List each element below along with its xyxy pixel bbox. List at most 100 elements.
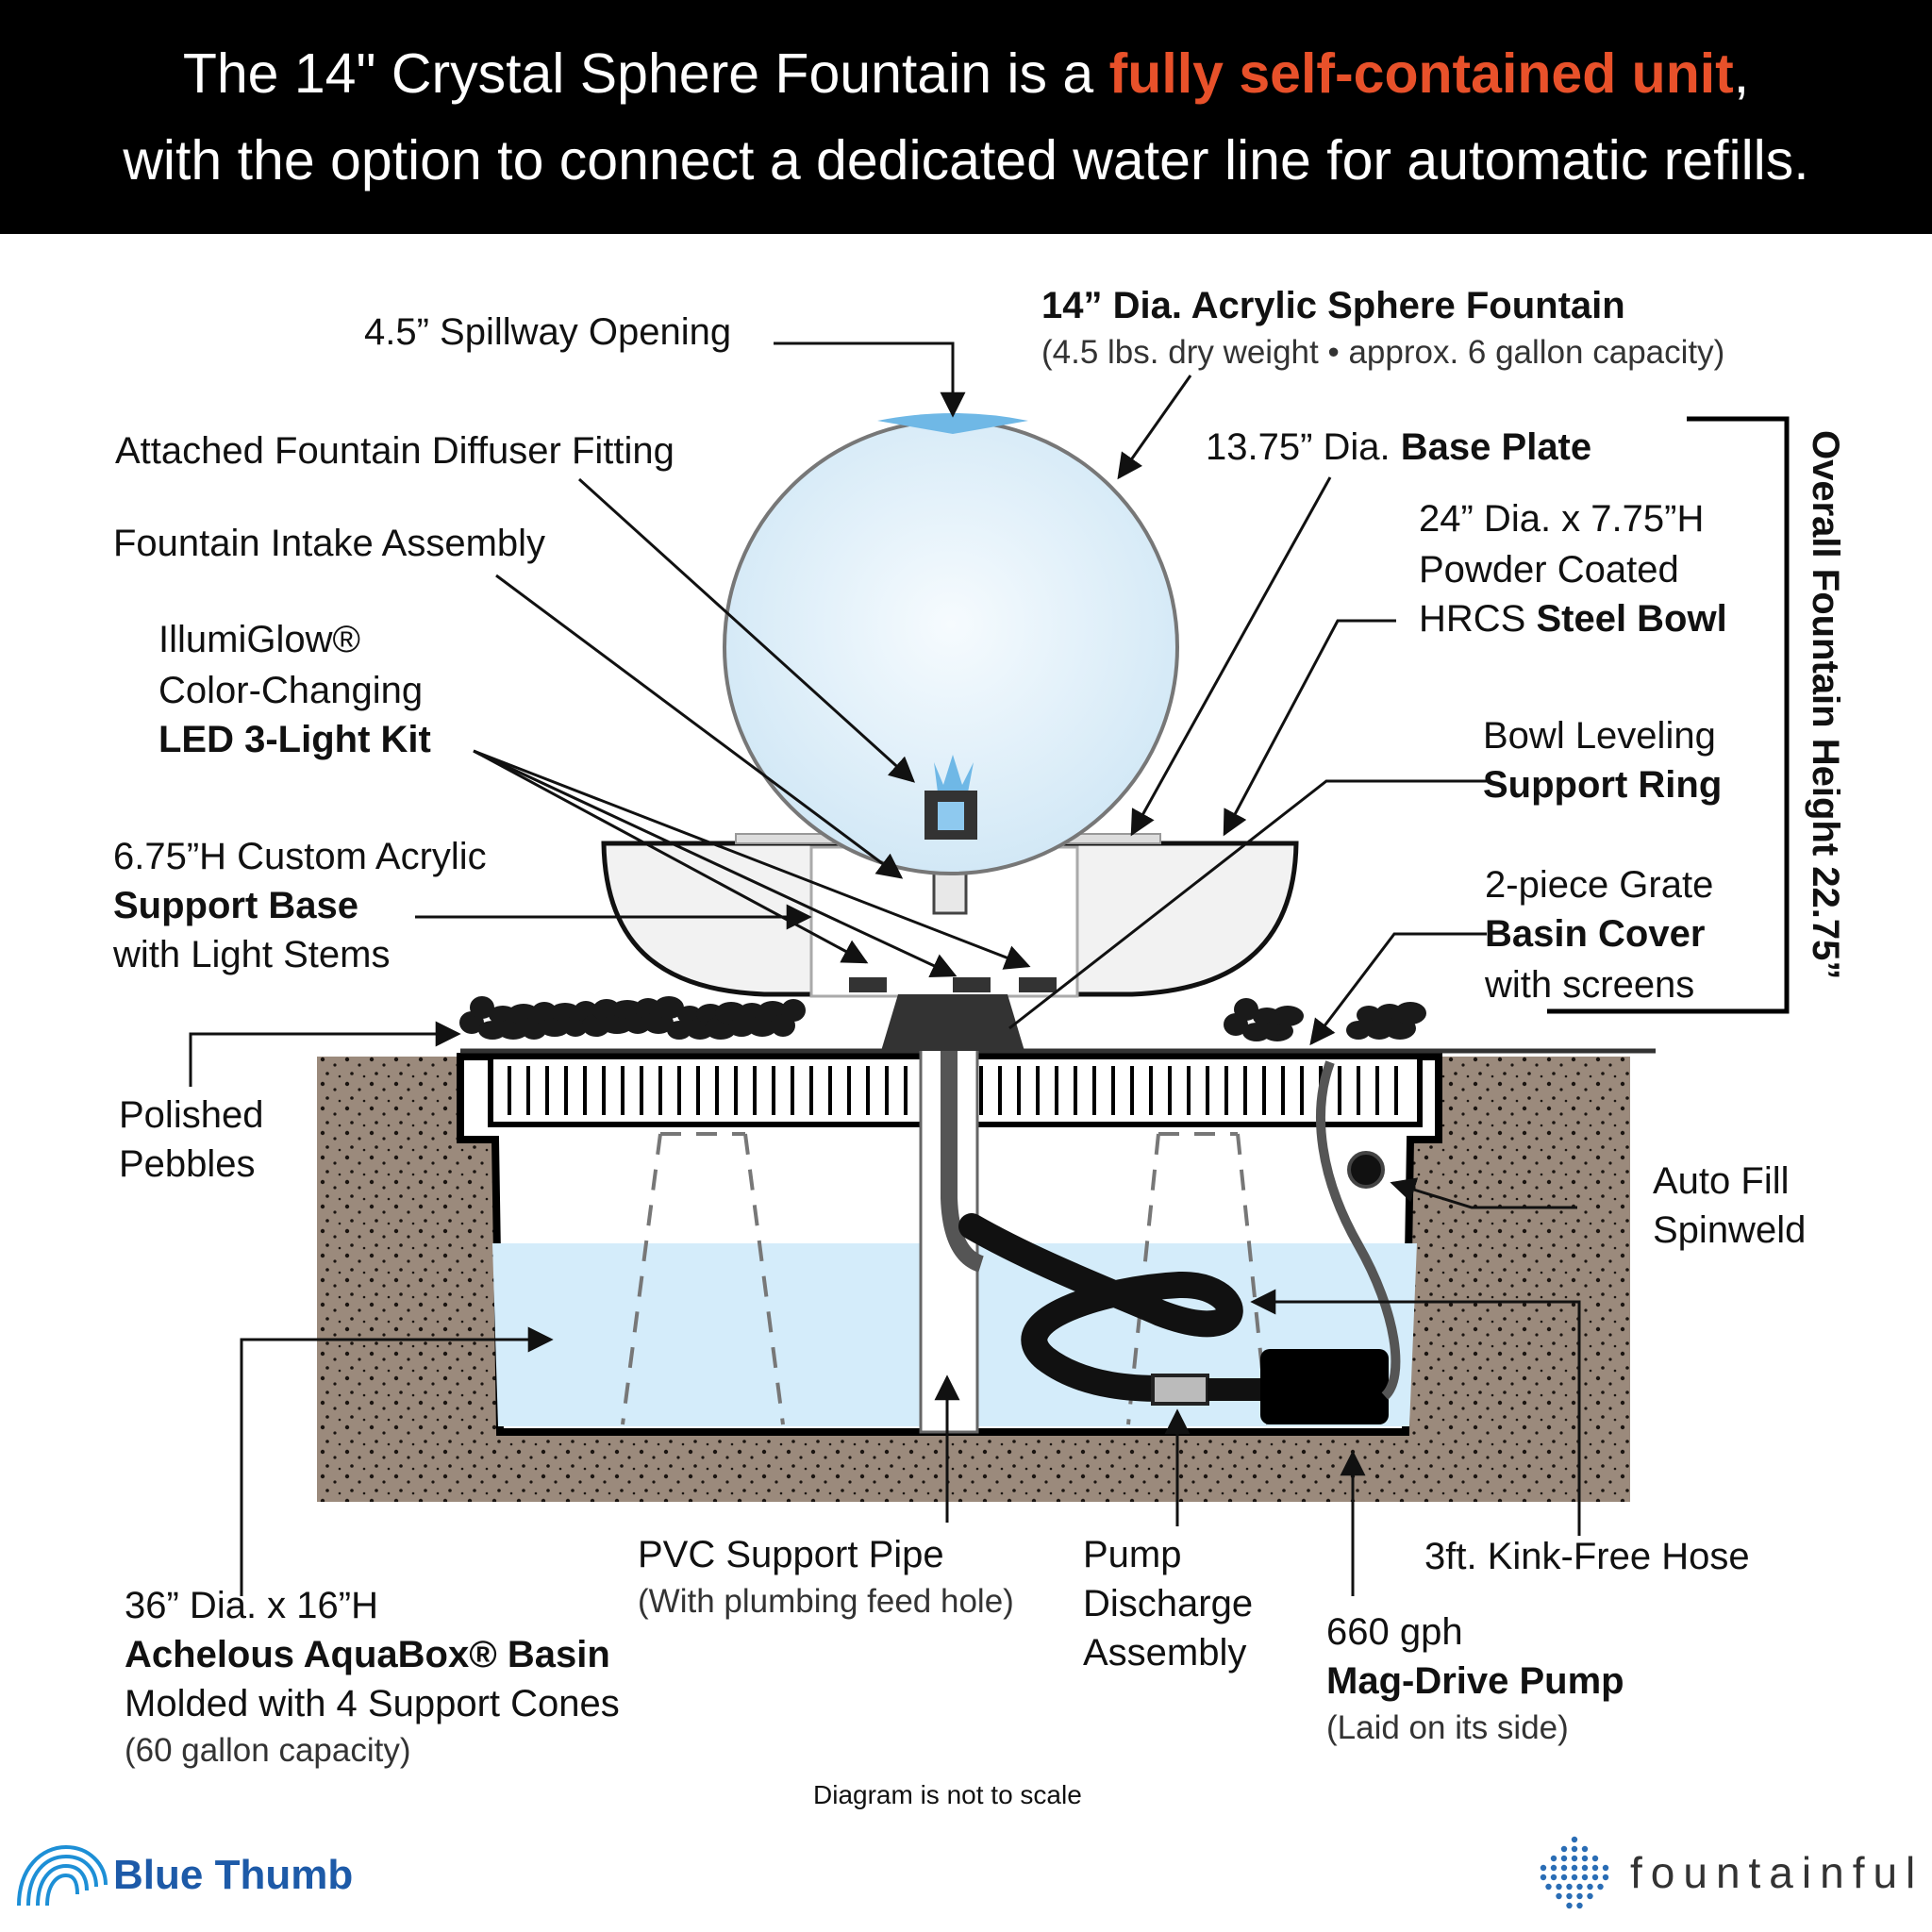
pebble bbox=[1394, 1002, 1426, 1024]
scale-note: Diagram is not to scale bbox=[813, 1780, 1082, 1809]
base-plate-bold: Base Plate bbox=[1400, 426, 1592, 468]
thumbprint-icon bbox=[17, 1844, 108, 1907]
base-plate-prefix: 13.75” Dia. bbox=[1206, 426, 1401, 468]
led-label-1: IllumiGlow® bbox=[158, 619, 360, 660]
logo-dot bbox=[1576, 1883, 1583, 1890]
leader-lines bbox=[189, 341, 1581, 1596]
logo-dot bbox=[1550, 1864, 1557, 1872]
discharge-label-2: Discharge bbox=[1083, 1583, 1254, 1624]
pebble bbox=[540, 1018, 570, 1037]
bowl-bold: Steel Bowl bbox=[1536, 598, 1727, 640]
discharge-label-1: Pump bbox=[1083, 1534, 1182, 1575]
pebble bbox=[728, 1018, 755, 1037]
pebbles-label-2: Pebbles bbox=[119, 1143, 256, 1185]
logo-dot bbox=[1571, 1874, 1578, 1881]
hose-label: 3ft. Kink-Free Hose bbox=[1424, 1536, 1750, 1577]
blue-thumb-text: Blue Thumb bbox=[113, 1852, 354, 1898]
logo-dot bbox=[1560, 1864, 1568, 1872]
logo-dot bbox=[1540, 1874, 1547, 1881]
pebble bbox=[781, 999, 806, 1022]
intake-label: Fountain Intake Assembly bbox=[113, 523, 546, 564]
logo-dot bbox=[1571, 1864, 1578, 1872]
logo-dot bbox=[1540, 1864, 1547, 1872]
banner-text: The 14" Crystal Sphere Fountain is a bbox=[182, 42, 1109, 105]
height-label: Overall Fountain Height 22.75” bbox=[1805, 430, 1846, 980]
discharge-label-3: Assembly bbox=[1083, 1632, 1247, 1674]
logo-dot bbox=[1602, 1864, 1609, 1872]
grate-label-3: with screens bbox=[1485, 964, 1695, 1006]
logo-dot bbox=[1566, 1892, 1573, 1900]
logo-dot bbox=[1571, 1836, 1578, 1843]
logo-dot bbox=[1560, 1855, 1568, 1862]
support-label-2: Support Base bbox=[113, 885, 359, 926]
pump-label-3: (Laid on its side) bbox=[1326, 1709, 1569, 1746]
logo-dot bbox=[1576, 1902, 1583, 1909]
pipe-label-2: (With plumbing feed hole) bbox=[638, 1583, 1014, 1620]
droplet-dots-icon bbox=[1540, 1836, 1609, 1909]
fountainful-text: fountainful bbox=[1630, 1848, 1924, 1897]
logo-dot bbox=[1591, 1864, 1599, 1872]
pipe-label-1: PVC Support Pipe bbox=[638, 1534, 944, 1575]
led-label-3: LED 3-Light Kit bbox=[158, 719, 431, 760]
sphere-title-label: 14” Dia. Acrylic Sphere Fountain bbox=[1041, 285, 1625, 326]
logo-dot bbox=[1560, 1874, 1568, 1881]
banner-highlight: fully self-contained unit bbox=[1108, 42, 1734, 105]
bowl-label-3: HRCS Steel Bowl bbox=[1419, 594, 1727, 643]
logo-dot bbox=[1591, 1855, 1599, 1862]
logo-dot bbox=[1581, 1845, 1589, 1853]
autofill-label-2: Spinweld bbox=[1653, 1209, 1807, 1251]
pebbles bbox=[459, 996, 1426, 1041]
ring-label-2: Support Ring bbox=[1483, 764, 1723, 806]
pvc-pipe bbox=[919, 1017, 985, 1434]
pump-label-1: 660 gph bbox=[1326, 1611, 1463, 1653]
grate-label-2: Basin Cover bbox=[1485, 913, 1706, 955]
logo-dot bbox=[1587, 1883, 1593, 1890]
pebble bbox=[470, 996, 494, 1019]
pebble bbox=[654, 996, 684, 1019]
pump-assembly bbox=[958, 1060, 1401, 1424]
steel-bowl bbox=[601, 833, 1299, 1051]
banner-text-end: , bbox=[1733, 42, 1750, 105]
banner-line-2: with the option to connect a dedicated w… bbox=[123, 129, 1809, 192]
led-label-2: Color-Changing bbox=[158, 670, 424, 711]
logo-dot bbox=[1556, 1892, 1562, 1900]
bowl-label-1: 24” Dia. x 7.75”H bbox=[1419, 498, 1705, 540]
spillway-label: 4.5” Spillway Opening bbox=[364, 311, 732, 353]
bowl-prefix: HRCS bbox=[1419, 598, 1537, 640]
logo-dot bbox=[1602, 1874, 1609, 1881]
pebble bbox=[1234, 998, 1258, 1021]
logo-dot bbox=[1550, 1855, 1557, 1862]
logo-dot bbox=[1560, 1845, 1568, 1853]
logo-dot bbox=[1587, 1892, 1593, 1900]
pebble bbox=[601, 1015, 633, 1034]
logo-dot bbox=[1581, 1864, 1589, 1872]
logo-dot bbox=[1576, 1892, 1583, 1900]
support-label-1: 6.75”H Custom Acrylic bbox=[113, 836, 487, 877]
diffuser-label: Attached Fountain Diffuser Fitting bbox=[115, 430, 675, 472]
basin-label-4: (60 gallon capacity) bbox=[125, 1732, 411, 1769]
acrylic-sphere bbox=[723, 413, 1179, 875]
logo-dot bbox=[1571, 1845, 1578, 1853]
blue-thumb-logo: Blue Thumb bbox=[13, 1840, 353, 1911]
logo-dot bbox=[1566, 1902, 1573, 1909]
logo-dot bbox=[1581, 1874, 1589, 1881]
logo-dot bbox=[1550, 1874, 1557, 1881]
pebble bbox=[563, 1016, 588, 1037]
logo-dot bbox=[1591, 1874, 1599, 1881]
fountain-diagram bbox=[189, 341, 1790, 1596]
autofill-label-1: Auto Fill bbox=[1653, 1160, 1790, 1202]
logo-dot bbox=[1571, 1855, 1578, 1862]
fountainful-logo: fountainful bbox=[1530, 1834, 1924, 1911]
basin-label-3: Molded with 4 Support Cones bbox=[125, 1683, 620, 1724]
ring-label-1: Bowl Leveling bbox=[1483, 715, 1716, 757]
pebble bbox=[1346, 1021, 1371, 1040]
logo-dot bbox=[1545, 1883, 1552, 1890]
pump-label-2: Mag-Drive Pump bbox=[1326, 1660, 1624, 1702]
basin-label-2: Achelous AquaBox® Basin bbox=[125, 1634, 610, 1675]
title-banner: The 14" Crystal Sphere Fountain is a ful… bbox=[0, 0, 1932, 234]
banner-line-1: The 14" Crystal Sphere Fountain is a ful… bbox=[183, 30, 1749, 117]
logo-dot bbox=[1597, 1883, 1604, 1890]
base-plate-label: 13.75” Dia. Base Plate bbox=[1206, 423, 1591, 472]
grate-label-1: 2-piece Grate bbox=[1485, 864, 1714, 906]
logo-dot bbox=[1566, 1883, 1573, 1890]
